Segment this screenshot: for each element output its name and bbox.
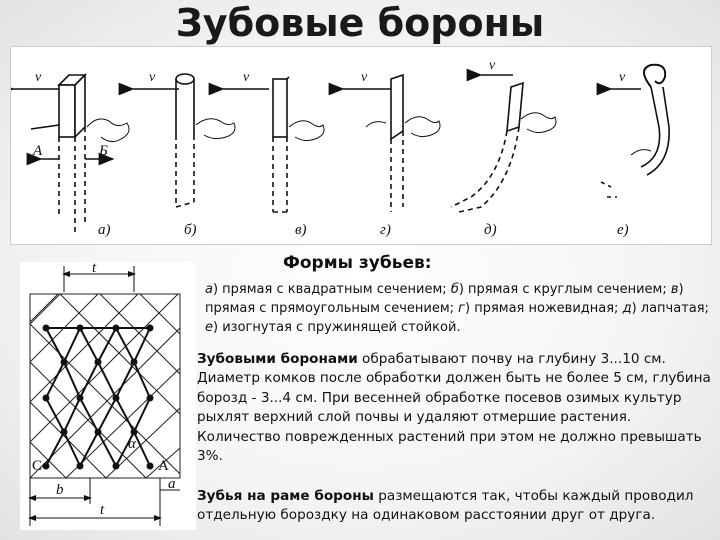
form-letter-v: в xyxy=(670,282,679,297)
form-letter-d: д xyxy=(622,301,632,316)
form-text-g: ) прямая ножевидная; xyxy=(465,301,623,316)
caption-v: в) xyxy=(295,222,307,238)
label-b: b xyxy=(56,482,64,498)
label-A-frame: А xyxy=(158,458,169,474)
form-text-v: ) прямая с прямоугольным сечением; xyxy=(205,282,684,316)
velocity-label-g: v xyxy=(361,70,368,85)
form-text-d: ) лапчатая; xyxy=(631,301,709,316)
label-alpha: α xyxy=(128,436,137,452)
velocity-label-a: v xyxy=(35,70,42,85)
tooth-forms-figure: v v v v v v А Б xyxy=(10,46,712,245)
label-C: С xyxy=(32,458,42,474)
form-text-e: ) изогнутая с пружинящей стойкой. xyxy=(213,320,461,335)
label-a: a xyxy=(168,476,176,492)
caption-a: а) xyxy=(98,222,111,238)
tooth-forms-drawing: v v v v v v А Б xyxy=(11,58,670,232)
velocity-label-e: v xyxy=(619,70,626,85)
paragraph-frame: Зубья на раме бороны размещаются так, чт… xyxy=(197,487,717,526)
form-letter-b: б xyxy=(450,282,459,297)
form-text-b: ) прямая с круглым сечением; xyxy=(458,282,671,297)
caption-d: д) xyxy=(484,222,497,238)
paragraph-frame-text: размещаются так, чтобы каждый проводил о… xyxy=(197,488,694,524)
velocity-label-b: v xyxy=(149,70,156,85)
paragraph-depth-text: обрабатывают почву на глубину 3...10 см.… xyxy=(197,351,711,465)
form-letter-e: е xyxy=(205,320,213,335)
label-t-bottom: t xyxy=(100,502,105,518)
harrow-frame-drawing: t b t a С А α xyxy=(28,262,181,526)
paragraph-frame-bold: Зубья на раме бороны xyxy=(197,488,374,504)
form-letter-g: г xyxy=(458,301,465,316)
page-title: Зубовые бороны xyxy=(175,1,545,45)
form-letter-a: а xyxy=(205,282,213,297)
velocity-label-v: v xyxy=(243,70,250,85)
harrow-frame-figure: t b t a С А α xyxy=(20,262,196,530)
forms-description: а) прямая с квадратным сечением; б) прям… xyxy=(205,280,710,337)
label-A: А xyxy=(32,143,43,159)
velocity-label-d: v xyxy=(489,58,496,73)
paragraph-depth: Зубовыми боронами обрабатывают почву на … xyxy=(197,350,712,466)
caption-b: б) xyxy=(184,222,197,238)
paragraph-depth-bold: Зубовыми боронами xyxy=(197,351,358,367)
label-B: Б xyxy=(98,143,108,159)
caption-g: г) xyxy=(380,222,391,238)
label-t-top: t xyxy=(92,262,97,276)
form-text-a: ) прямая с квадратным сечением; xyxy=(212,282,451,297)
caption-e: е) xyxy=(617,222,629,238)
section-heading: Формы зубьев: xyxy=(283,253,432,273)
